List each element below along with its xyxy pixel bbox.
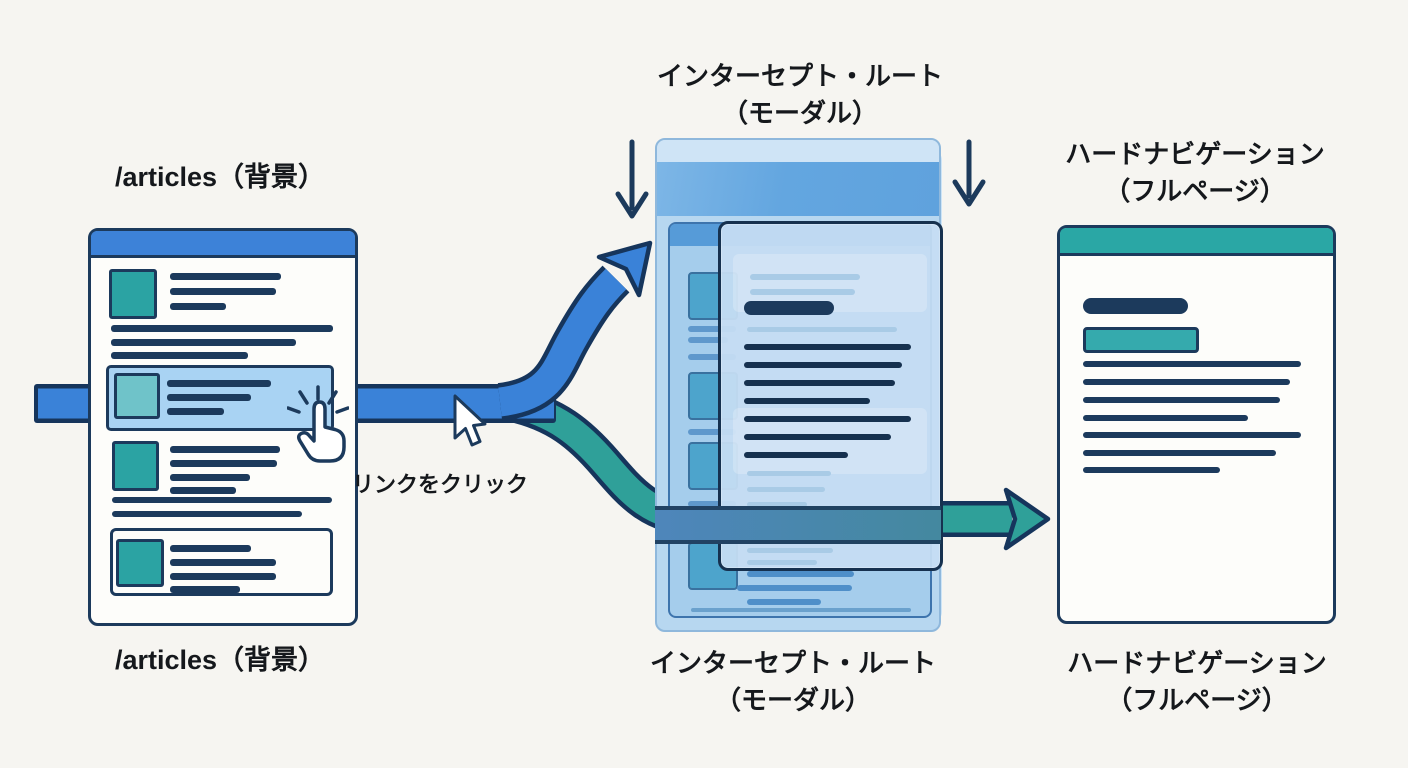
text-line-bar bbox=[170, 288, 276, 295]
text-line-bar bbox=[744, 344, 911, 350]
mouse-cursor-icon bbox=[453, 394, 487, 447]
right-title-bottom-line1: ハードナビゲーション bbox=[1067, 648, 1327, 678]
text-line-bar bbox=[744, 434, 891, 440]
blue-arrow-intercept-route bbox=[497, 240, 653, 421]
text-line-bar bbox=[167, 380, 271, 387]
text-line-bar bbox=[170, 487, 236, 494]
text-line-bar bbox=[688, 326, 736, 332]
middle-panel-title-bottom: インターセプト・ルート （モーダル） bbox=[613, 645, 973, 719]
text-line-bar bbox=[747, 560, 817, 565]
middle-panel-topstrip bbox=[657, 140, 939, 162]
left-panel-title-top: /articles（背景） bbox=[114, 162, 326, 192]
middle-title-line1: インターセプト・ルート bbox=[656, 61, 943, 91]
text-line-bar bbox=[750, 289, 855, 295]
text-line-bar bbox=[1083, 450, 1276, 456]
text-line-bar bbox=[111, 352, 248, 359]
text-line-bar bbox=[744, 452, 848, 458]
text-line-bar bbox=[111, 325, 333, 332]
middle-title-bottom-line1: インターセプト・ルート bbox=[649, 648, 936, 678]
text-line-bar bbox=[744, 398, 870, 404]
text-line-bar bbox=[750, 274, 860, 280]
left-panel-title-bottom: /articles（背景） bbox=[114, 645, 326, 675]
right-panel-title-top: ハードナビゲーション （フルページ） bbox=[1030, 136, 1360, 210]
articles-window-titlebar bbox=[91, 231, 355, 258]
full-page-title-bar bbox=[1060, 228, 1333, 621]
text-line-bar bbox=[1083, 415, 1248, 421]
text-line-bar bbox=[688, 354, 736, 360]
text-line-bar bbox=[170, 474, 250, 481]
text-line-bar bbox=[737, 585, 852, 591]
down-arrow-left-icon bbox=[615, 139, 649, 219]
text-line-bar bbox=[744, 362, 902, 368]
click-hand-icon bbox=[287, 385, 349, 463]
article-thumbnail bbox=[112, 441, 159, 491]
article-tag-badge bbox=[1083, 327, 1199, 353]
middle-panel-title-top: インターセプト・ルート （モーダル） bbox=[620, 58, 980, 132]
text-line-bar bbox=[747, 327, 897, 332]
middle-panel-headerband bbox=[657, 162, 939, 216]
text-line-bar bbox=[747, 599, 821, 605]
text-line-bar bbox=[112, 497, 332, 503]
text-line-bar bbox=[167, 408, 224, 415]
text-line-bar bbox=[747, 487, 825, 492]
right-title-line1: ハードナビゲーション bbox=[1065, 139, 1325, 169]
hard-navigation-window bbox=[1057, 225, 1336, 624]
text-line-bar bbox=[170, 573, 276, 580]
right-title-line2: （フルページ） bbox=[1104, 176, 1286, 206]
articles-list-window bbox=[88, 228, 358, 626]
text-line-bar bbox=[1083, 397, 1280, 403]
intercept-route-panel bbox=[655, 138, 943, 632]
text-line-bar bbox=[170, 303, 226, 310]
article-card-text-lines bbox=[113, 531, 330, 593]
full-page-text-lines bbox=[1060, 228, 1333, 621]
teal-arrow-through-panel bbox=[655, 506, 941, 544]
text-line-bar bbox=[170, 460, 277, 467]
text-line-bar bbox=[747, 548, 833, 553]
text-line-bar bbox=[1083, 467, 1220, 473]
text-line-bar bbox=[111, 339, 296, 346]
hard-navigation-titlebar bbox=[1060, 228, 1333, 256]
text-line-bar bbox=[1083, 298, 1188, 314]
text-line-bar bbox=[112, 511, 302, 517]
text-line-bar bbox=[170, 559, 276, 566]
middle-title-bottom-line2: （モーダル） bbox=[714, 685, 871, 715]
text-line-bar bbox=[691, 608, 911, 612]
middle-title-line2: （モーダル） bbox=[721, 98, 878, 128]
text-line-bar bbox=[688, 337, 728, 343]
text-line-bar bbox=[744, 380, 895, 386]
article-card-thumbnail bbox=[116, 539, 164, 587]
articles-text-lines bbox=[91, 231, 355, 623]
text-line-bar bbox=[1083, 432, 1301, 438]
text-line-bar bbox=[744, 416, 911, 422]
text-line-bar bbox=[1083, 379, 1290, 385]
text-line-bar bbox=[167, 394, 251, 401]
text-line-bar bbox=[170, 446, 280, 453]
text-line-bar bbox=[170, 545, 251, 552]
text-line-bar bbox=[747, 571, 854, 577]
right-panel-title-bottom: ハードナビゲーション （フルページ） bbox=[1032, 645, 1362, 719]
article-card bbox=[110, 528, 333, 596]
click-link-label: リンクをクリック bbox=[352, 472, 529, 497]
right-title-bottom-line2: （フルページ） bbox=[1106, 685, 1288, 715]
text-line-bar bbox=[170, 273, 281, 280]
text-line-bar bbox=[747, 471, 831, 476]
down-arrow-right-icon bbox=[952, 139, 986, 207]
article-thumbnail bbox=[109, 269, 157, 319]
text-line-bar bbox=[1083, 361, 1301, 367]
text-line-bar bbox=[744, 301, 834, 315]
text-line-bar bbox=[170, 586, 240, 593]
